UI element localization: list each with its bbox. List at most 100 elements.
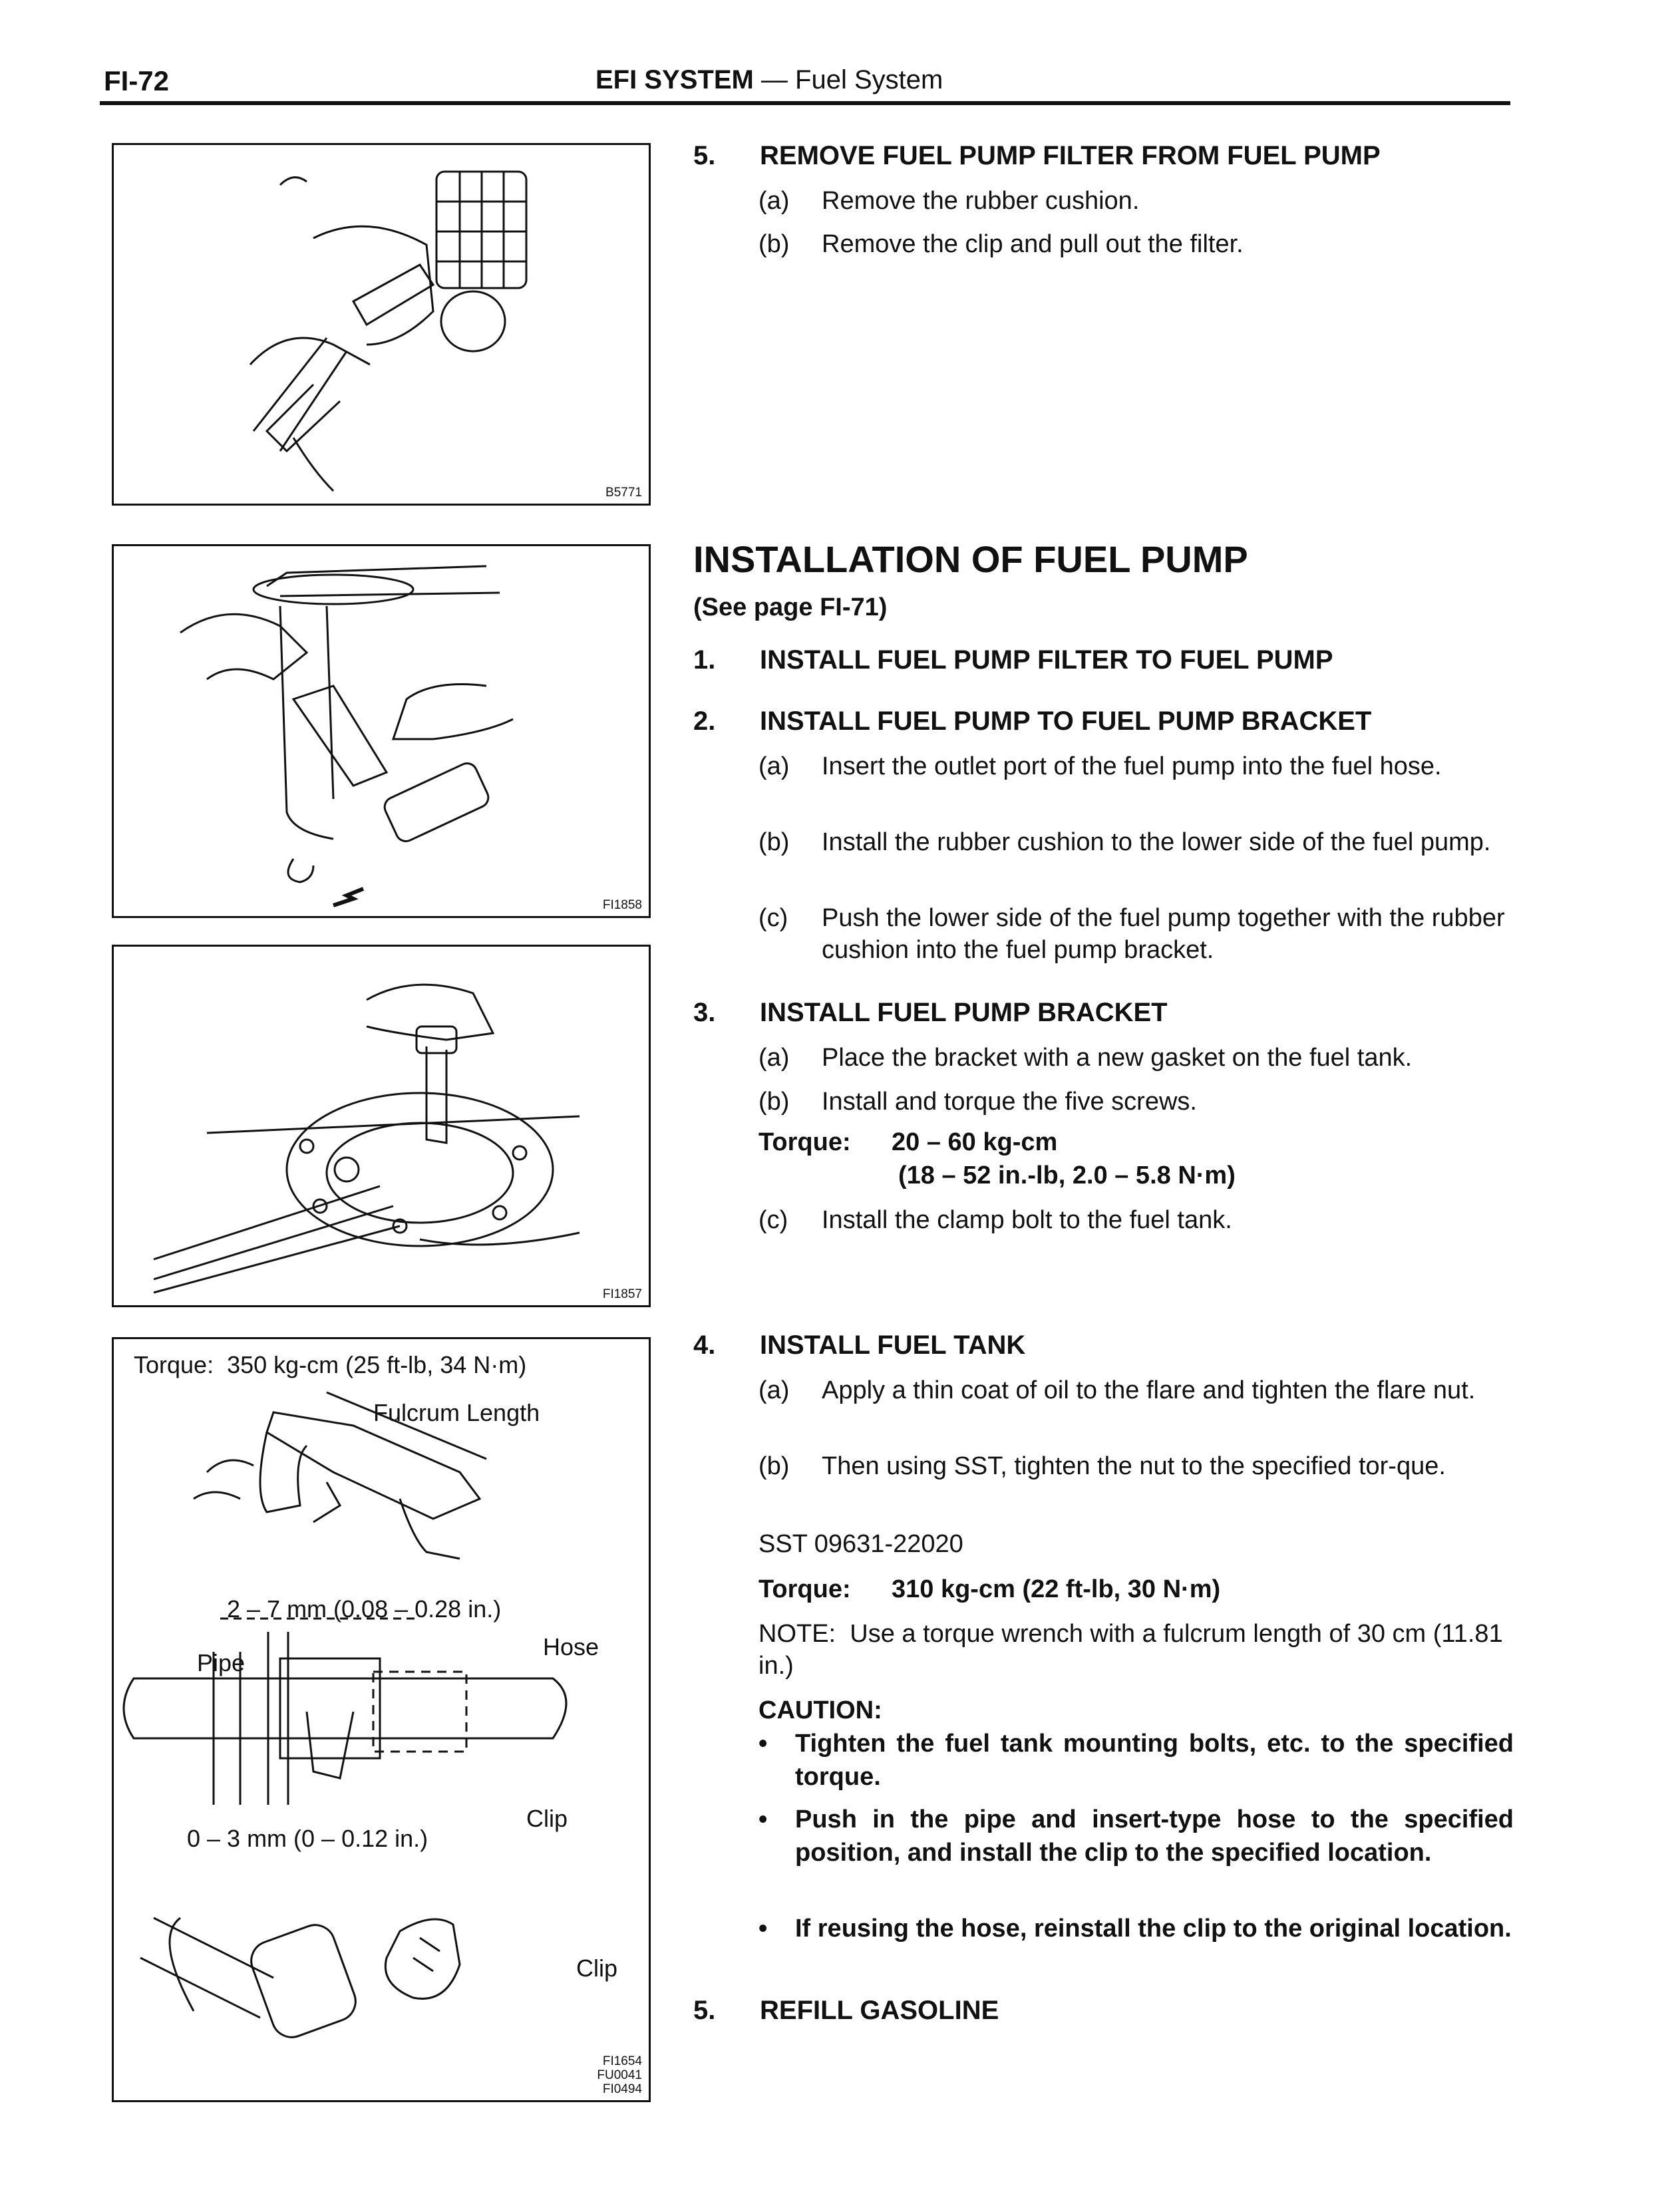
clip-label-lower: Clip: [576, 1954, 618, 1982]
bullet-dot: •: [758, 1730, 768, 1758]
figure-code: FI1654: [602, 2054, 642, 2068]
item-label: (b): [758, 230, 790, 258]
step4-note: NOTE: Use a torque wrench with a fulcrum…: [758, 1618, 1510, 1682]
item-text: Push the lower side of the fuel pump tog…: [822, 904, 1505, 964]
item-label: (b): [758, 1088, 790, 1116]
install-step-4: 4. INSTALL FUEL TANK: [693, 1330, 1025, 1360]
step2-item-a: (a) Insert the outlet port of the fuel pu…: [758, 750, 1510, 782]
step3-item-c: (c) Install the clamp bolt to the fuel ta…: [758, 1204, 1510, 1236]
step2-item-c: (c) Push the lower side of the fuel pump …: [758, 902, 1510, 966]
item-text: Remove the clip and pull out the filter.: [822, 230, 1244, 258]
figure-code: FI0494: [602, 2082, 642, 2096]
figure-code: FU0041: [597, 2068, 642, 2082]
pipe-label: Pipe: [197, 1649, 246, 1676]
caution-text: If reusing the hose, reinstall the clip …: [795, 1915, 1512, 1943]
clip-label-upper: Clip: [526, 1805, 568, 1832]
step-title: INSTALL FUEL PUMP BRACKET: [760, 998, 1168, 1027]
step-title: INSTALL FUEL TANK: [760, 1330, 1026, 1360]
item-text: Install the clamp bolt to the fuel tank.: [822, 1206, 1232, 1234]
installation-heading: INSTALLATION OF FUEL PUMP: [693, 538, 1248, 580]
caution-item: • Tighten the fuel tank mounting bolts, e…: [758, 1727, 1514, 1794]
step-title: REFILL GASOLINE: [760, 1996, 999, 2025]
step4-item-a: (a) Apply a thin coat of oil to the flare…: [758, 1374, 1510, 1406]
item-label: (a): [758, 1376, 790, 1404]
item-label: (b): [758, 1452, 790, 1480]
note-text: Use a torque wrench with a fulcrum lengt…: [758, 1620, 1503, 1680]
fuel-tank-install-illustration: [122, 1391, 568, 2038]
step4-item-b: (b) Then using SST, tighten the nut to th…: [758, 1450, 1510, 1482]
sst-number: SST 09631-22020: [758, 1530, 963, 1558]
see-page-reference: (See page FI-71): [693, 593, 888, 621]
step-number: 4.: [693, 1330, 716, 1360]
item-label: (a): [758, 752, 790, 780]
note-label: NOTE:: [758, 1620, 836, 1648]
figure-fuel-tank-install: Torque: 350 kg-cm (25 ft-lb, 34 N·m) Ful…: [112, 1337, 651, 2102]
install-step-3: 3. INSTALL FUEL PUMP BRACKET: [693, 998, 1168, 1028]
step-number: 3.: [693, 998, 716, 1027]
step3-item-a: (a) Place the bracket with a new gasket o…: [758, 1042, 1510, 1074]
item-text: Remove the rubber cushion.: [822, 187, 1140, 215]
caution-text: Tighten the fuel tank mounting bolts, et…: [795, 1730, 1514, 1791]
install-step-1: 1. INSTALL FUEL PUMP FILTER TO FUEL PUMP: [693, 645, 1333, 675]
item-text: Then using SST, tighten the nut to the s…: [822, 1452, 1446, 1480]
step-number: 2.: [693, 706, 716, 736]
step2-item-b: (b) Install the rubber cushion to the low…: [758, 826, 1510, 858]
filter-removal-illustration: [249, 170, 528, 492]
figure-pump-install: FI1858: [112, 544, 651, 918]
removal-item-b: (b) Remove the clip and pull out the filt…: [758, 228, 1510, 260]
section-title: EFI SYSTEM: [595, 65, 754, 94]
step4-torque-value: 310 kg-cm (22 ft-lb, 30 N·m): [892, 1575, 1221, 1603]
fig4-torque-line: Torque: 350 kg-cm (25 ft-lb, 34 N·m): [134, 1351, 526, 1379]
step3-torque-value-1: 20 – 60 kg-cm: [892, 1128, 1058, 1156]
install-step-2: 2. INSTALL FUEL PUMP TO FUEL PUMP BRACKET: [693, 706, 1371, 736]
item-text: Install and torque the five screws.: [822, 1088, 1197, 1116]
item-label: (c): [758, 1206, 788, 1234]
subsection-title: Fuel System: [795, 65, 943, 94]
step-number: 5.: [693, 1996, 716, 2025]
header-dash: —: [753, 65, 796, 94]
gap-top-label: 2 – 7 mm (0.08 – 0.28 in.): [227, 1595, 502, 1623]
figure-filter-removal: B5771: [112, 143, 651, 506]
item-label: (b): [758, 828, 790, 856]
figure-codes: FI1654 FU0041 FI0494: [597, 2054, 642, 2096]
figure-bracket-install: FI1857: [112, 945, 651, 1307]
figure-code: FI1858: [602, 898, 642, 912]
removal-item-a: (a) Remove the rubber cushion.: [758, 185, 1510, 217]
pump-install-illustration: [180, 565, 514, 907]
step3-item-b: (b) Install and torque the five screws.: [758, 1086, 1510, 1118]
removal-step-5: 5. REMOVE FUEL PUMP FILTER FROM FUEL PUMP: [693, 141, 1381, 171]
step-title: INSTALL FUEL PUMP FILTER TO FUEL PUMP: [760, 645, 1333, 675]
page-header-title: EFI SYSTEM — Fuel System: [595, 65, 943, 95]
hose-label: Hose: [543, 1633, 599, 1660]
install-step-5: 5. REFILL GASOLINE: [693, 1996, 999, 2026]
item-text: Insert the outlet port of the fuel pump …: [822, 752, 1442, 780]
item-label: (a): [758, 187, 790, 215]
caution-text: Push in the pipe and insert-type hose to…: [795, 1805, 1514, 1867]
item-text: Apply a thin coat of oil to the flare an…: [822, 1376, 1476, 1404]
bullet-dot: •: [758, 1805, 768, 1833]
item-text: Install the rubber cushion to the lower …: [822, 828, 1491, 856]
step-title: REMOVE FUEL PUMP FILTER FROM FUEL PUMP: [760, 141, 1381, 170]
step-number: 5.: [693, 141, 716, 170]
fig4-torque-value: 350 kg-cm (25 ft-lb, 34 N·m): [227, 1351, 527, 1378]
caution-item: • If reusing the hose, reinstall the clip…: [758, 1912, 1514, 1945]
page-number: FI-72: [104, 65, 170, 96]
item-label: (a): [758, 1044, 790, 1072]
step3-torque-value-2: (18 – 52 in.-lb, 2.0 – 5.8 N·m): [898, 1162, 1236, 1189]
caution-item: • Push in the pipe and insert-type hose t…: [758, 1803, 1514, 1869]
bracket-install-illustration: [153, 983, 580, 1294]
figure-code: FI1857: [602, 1287, 642, 1301]
fulcrum-length-label: Fulcrum Length: [373, 1399, 540, 1426]
step-title: INSTALL FUEL PUMP TO FUEL PUMP BRACKET: [760, 706, 1372, 736]
item-text: Place the bracket with a new gasket on t…: [822, 1044, 1413, 1072]
bullet-dot: •: [758, 1915, 768, 1943]
caution-label: CAUTION:: [758, 1696, 882, 1724]
header-rule: [100, 101, 1510, 105]
step-number: 1.: [693, 645, 716, 675]
step3-torque-label: Torque:: [758, 1128, 851, 1156]
fig4-torque-label: Torque:: [134, 1351, 214, 1378]
item-label: (c): [758, 904, 788, 932]
gap-bottom-label: 0 – 3 mm (0 – 0.12 in.): [187, 1825, 428, 1852]
step4-torque-label: Torque:: [758, 1575, 851, 1603]
figure-code: B5771: [605, 486, 642, 500]
